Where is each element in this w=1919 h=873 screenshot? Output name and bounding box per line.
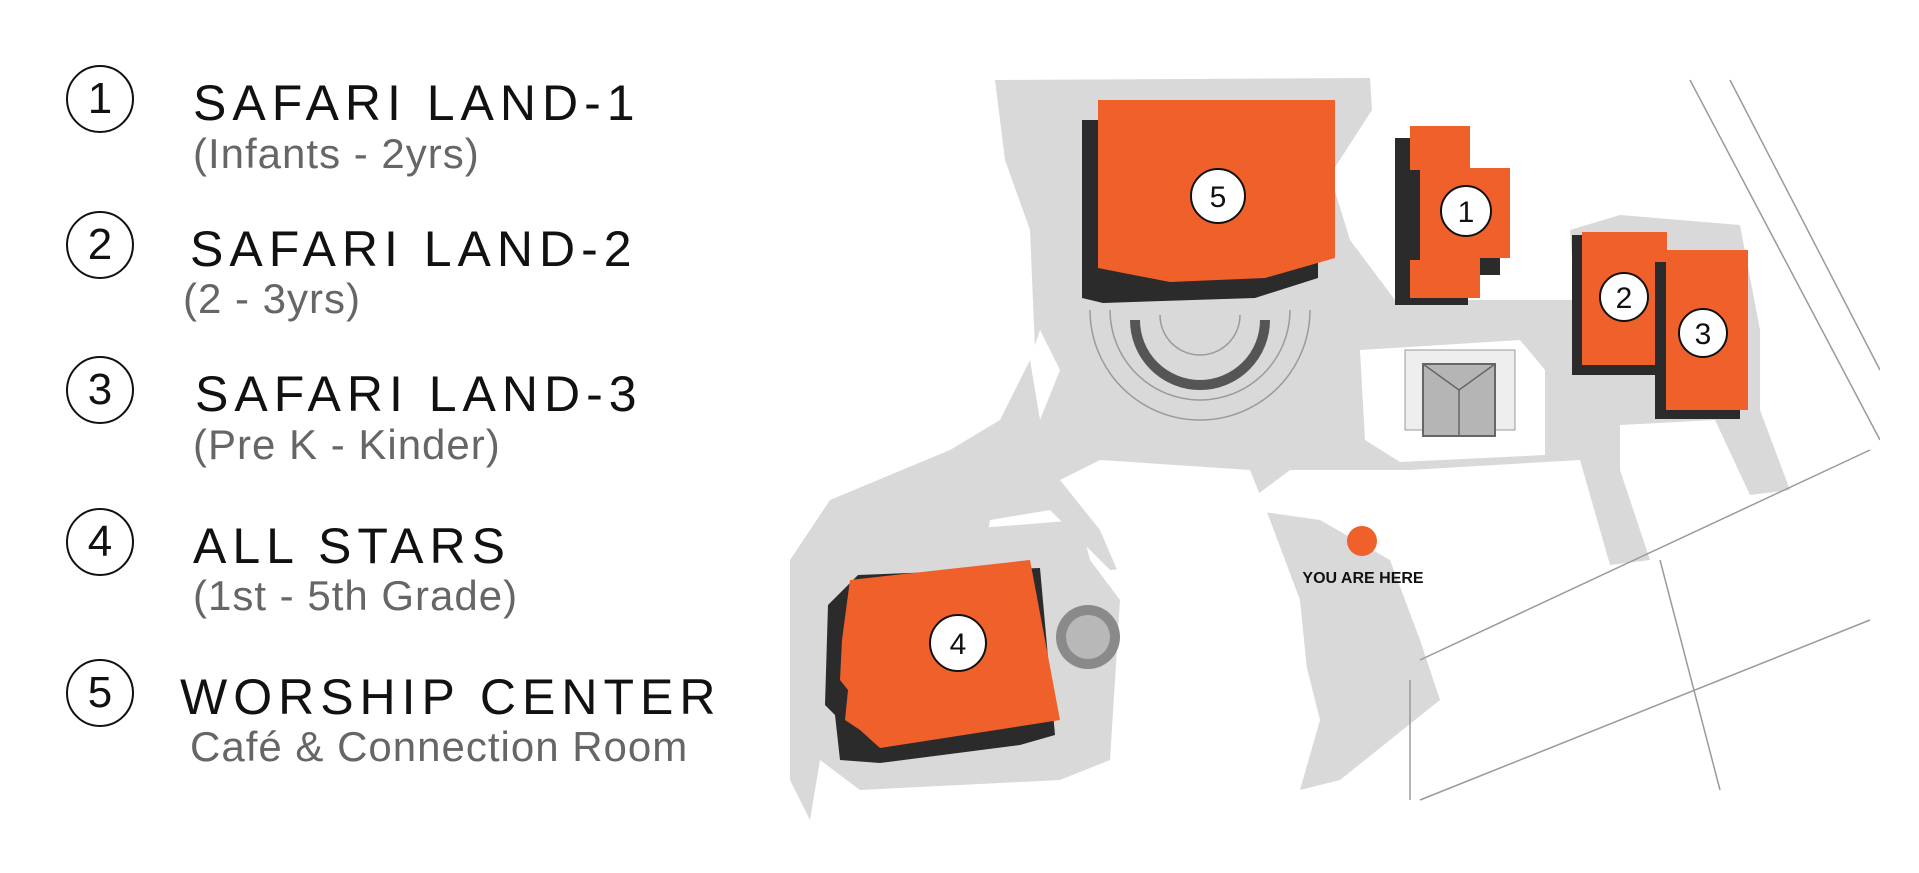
campus-map-svg: 5 1 2 3 4 xyxy=(790,78,1880,820)
legend-title: ALL STARS xyxy=(193,518,511,574)
map-legend: 1 SAFARI LAND-1 (Infants - 2yrs) 2 SAFAR… xyxy=(0,0,780,873)
legend-subtitle: (Pre K - Kinder) xyxy=(193,421,501,468)
legend-title: WORSHIP CENTER xyxy=(180,669,722,725)
legend-number-badge: 5 xyxy=(66,659,134,727)
building-label: 1 xyxy=(1458,196,1475,229)
legend-subtitle: (Infants - 2yrs) xyxy=(193,130,480,177)
you-are-here-label: YOU ARE HERE xyxy=(1302,570,1424,587)
campus-map: 5 1 2 3 4 xyxy=(780,60,1880,840)
legend-number-badge: 1 xyxy=(66,65,134,133)
amphitheater xyxy=(1089,309,1311,421)
parking-lot xyxy=(1409,79,1880,801)
legend-number-badge: 3 xyxy=(66,356,134,424)
legend-number-badge: 2 xyxy=(66,211,134,279)
building-all-stars: 4 xyxy=(825,560,1120,763)
building-label: 3 xyxy=(1695,318,1712,351)
building-label: 2 xyxy=(1616,282,1633,315)
you-are-here-marker: YOU ARE HERE xyxy=(1302,526,1424,587)
legend-title: SAFARI LAND-2 xyxy=(190,221,638,277)
legend-title: SAFARI LAND-1 xyxy=(193,75,641,131)
legend-subtitle: (1st - 5th Grade) xyxy=(193,572,519,619)
legend-subtitle: Café & Connection Room xyxy=(190,723,689,770)
building-worship-center: 5 xyxy=(1082,100,1335,303)
building-safari-land-3: 3 xyxy=(1655,250,1748,419)
building-label: 5 xyxy=(1210,181,1227,214)
building-safari-land-2: 2 xyxy=(1572,232,1667,375)
legend-number-badge: 4 xyxy=(66,508,134,576)
building-safari-land-1: 1 xyxy=(1395,126,1510,305)
pavilion xyxy=(1404,349,1516,437)
legend-title: SAFARI LAND-3 xyxy=(195,366,643,422)
building-label: 4 xyxy=(950,628,967,661)
legend-subtitle: (2 - 3yrs) xyxy=(183,275,361,322)
